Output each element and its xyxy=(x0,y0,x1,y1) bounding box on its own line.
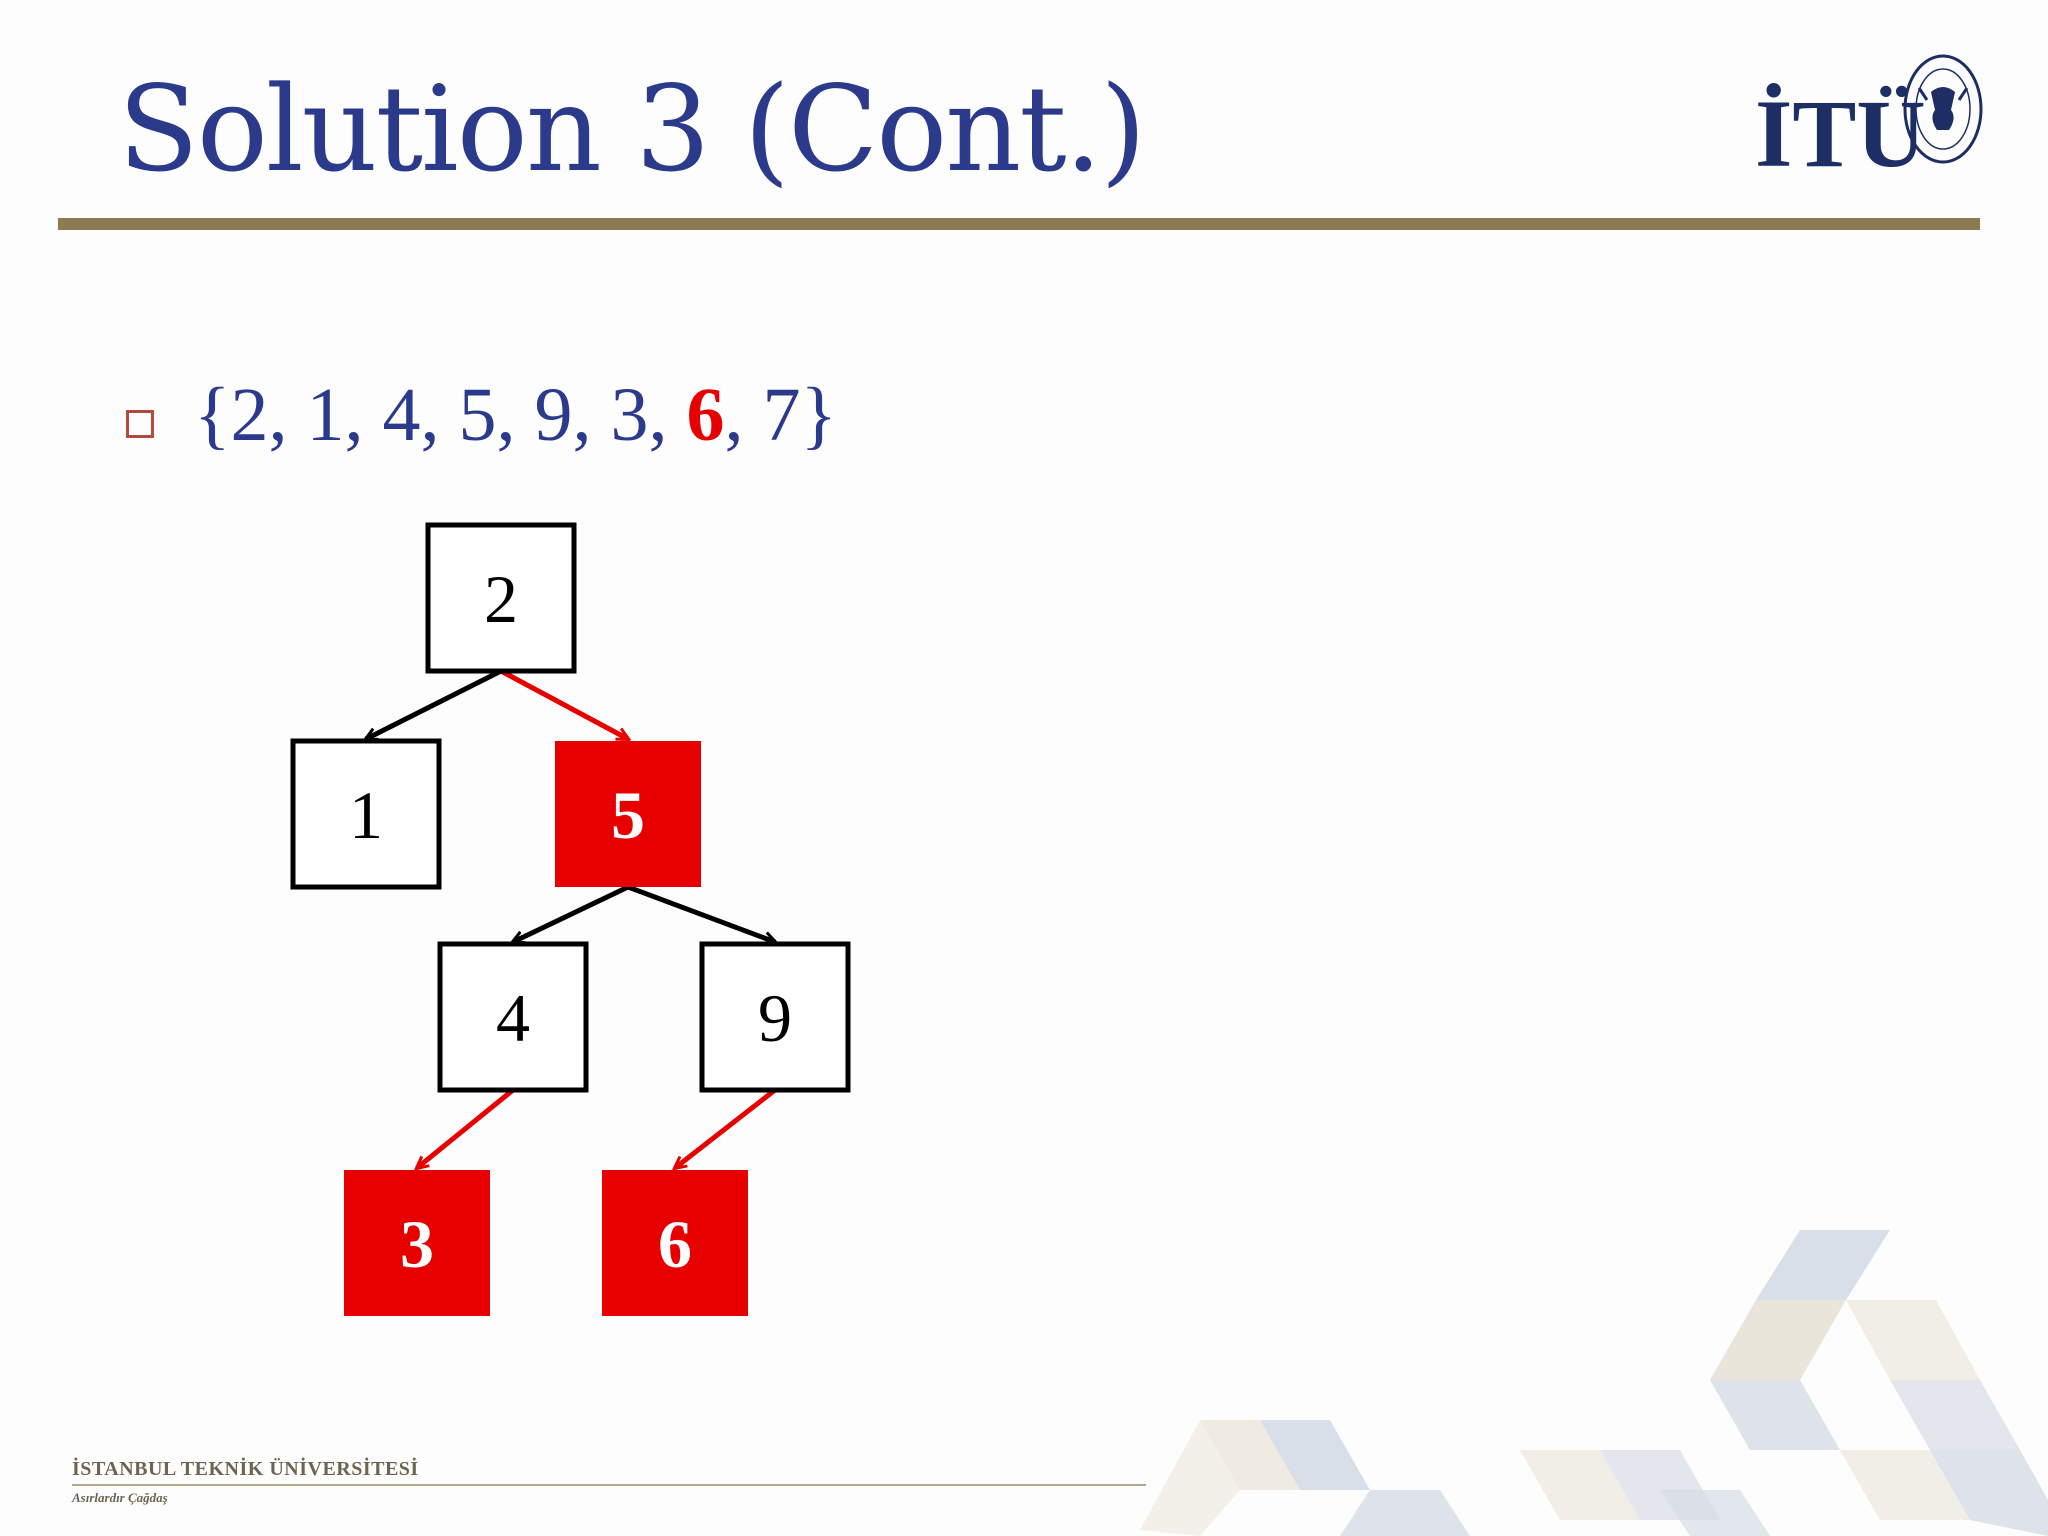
tree-node-1: 1 xyxy=(290,738,442,890)
tree-node-4: 4 xyxy=(437,941,589,1093)
edge-n2-n1 xyxy=(366,668,503,742)
title-divider xyxy=(58,218,1980,230)
tree-node-9: 9 xyxy=(699,941,851,1093)
node-label: 2 xyxy=(484,561,518,637)
node-box xyxy=(425,522,577,674)
node-label: 6 xyxy=(658,1206,692,1282)
sequence-highlight: 6 xyxy=(686,373,725,457)
sequence-part-2: , 7} xyxy=(724,373,837,457)
sequence-part-1: {2, 1, 4, 5, 9, 3, xyxy=(194,373,687,457)
node-box xyxy=(344,1170,490,1316)
node-box xyxy=(699,941,851,1093)
edge-n5-n4 xyxy=(513,884,630,945)
tree-node-3: 3 xyxy=(344,1170,490,1316)
node-label: 4 xyxy=(496,980,530,1056)
slide-title: Solution 3 (Cont.) xyxy=(118,60,1146,198)
tree-node-2: 2 xyxy=(425,522,577,674)
footer-divider xyxy=(72,1484,1146,1486)
edge-n9-n6 xyxy=(675,1088,777,1168)
tree-node-5: 5 xyxy=(555,741,701,887)
node-box xyxy=(437,941,589,1093)
node-box xyxy=(555,741,701,887)
decorative-hexagon-pattern xyxy=(1140,1230,2048,1536)
node-label: 9 xyxy=(758,980,792,1056)
sequence-text: {2, 1, 4, 5, 9, 3, 6, 7} xyxy=(194,370,837,461)
bullet-square-icon xyxy=(126,410,154,438)
edge-n4-n3 xyxy=(417,1088,515,1168)
node-label: 5 xyxy=(611,777,645,853)
university-seal-icon xyxy=(1903,54,1983,164)
itu-logo: İTÜ xyxy=(1755,52,1985,182)
node-label: 1 xyxy=(349,777,383,853)
node-box xyxy=(602,1170,748,1316)
footer-tagline: Asırlardır Çağdaş xyxy=(72,1490,168,1505)
edge-n5-n9 xyxy=(627,884,775,942)
edge-n2-n5 xyxy=(499,668,628,742)
node-label: 3 xyxy=(400,1206,434,1282)
tree-node-6: 6 xyxy=(602,1170,748,1316)
node-box xyxy=(290,738,442,890)
logo-wordmark: İTÜ xyxy=(1755,80,1926,187)
footer-university-name: İSTANBUL TEKNİK ÜNİVERSİTESİ xyxy=(72,1458,419,1480)
